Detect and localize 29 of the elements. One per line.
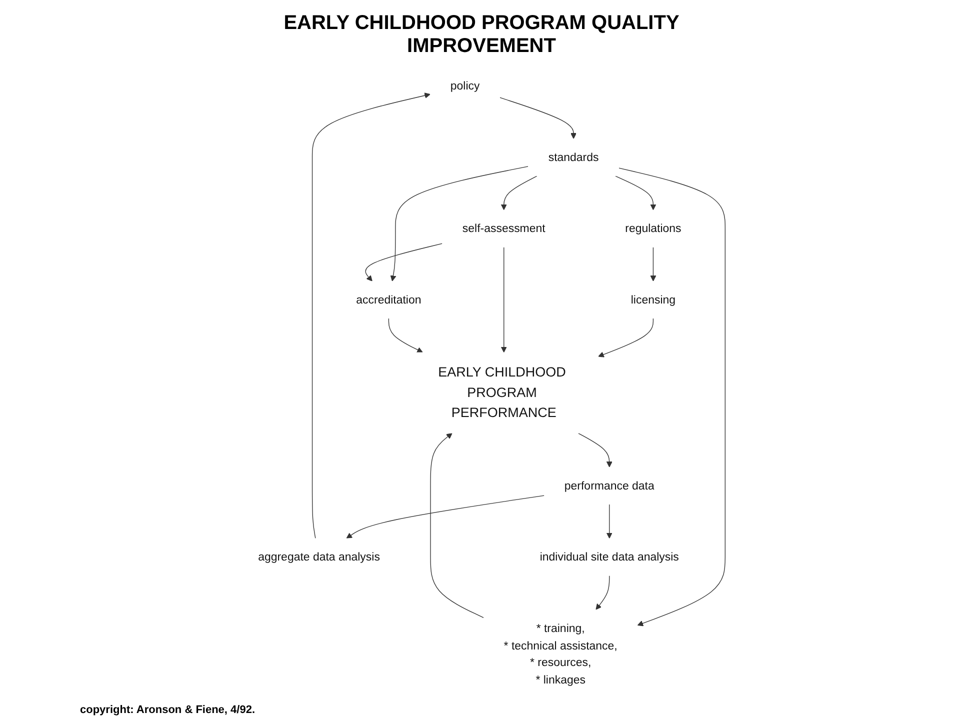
arrow	[596, 575, 610, 610]
node-text: licensing	[630, 293, 676, 306]
node-text: aggregate data analysis	[258, 550, 380, 564]
node-text: standards	[548, 150, 599, 164]
arrow	[388, 318, 423, 353]
arrow	[615, 176, 656, 210]
node-text: performance data	[564, 479, 654, 492]
copyright-note: copyright: Aronson & Fiene, 4/92.	[80, 704, 256, 716]
arrow	[390, 166, 528, 282]
arrow	[598, 318, 654, 358]
diagram-title: EARLY CHILDHOOD PROGRAM QUALITY IMPROVEMENT	[282, 12, 680, 58]
node-text: regulations	[625, 222, 682, 235]
node-text: policy	[450, 80, 480, 92]
arrow	[365, 243, 442, 282]
arrow	[312, 92, 430, 539]
arrow	[578, 432, 612, 468]
arrow	[618, 168, 726, 626]
arrow	[346, 495, 544, 539]
arrow	[500, 246, 507, 353]
node-text: self-assessment	[462, 222, 546, 235]
arrow	[606, 504, 612, 539]
arrow	[500, 176, 538, 210]
arrow	[650, 246, 656, 282]
arrow	[500, 97, 576, 139]
node-text: * training, * technical assistance, * resources, * linkages	[504, 622, 618, 686]
node-text: individual site data analysis	[540, 550, 679, 564]
node-text: accreditation	[356, 293, 422, 306]
node-text: EARLY CHILDHOOD PROGRAM PERFORMANCE	[438, 365, 566, 420]
arrow	[430, 433, 484, 618]
